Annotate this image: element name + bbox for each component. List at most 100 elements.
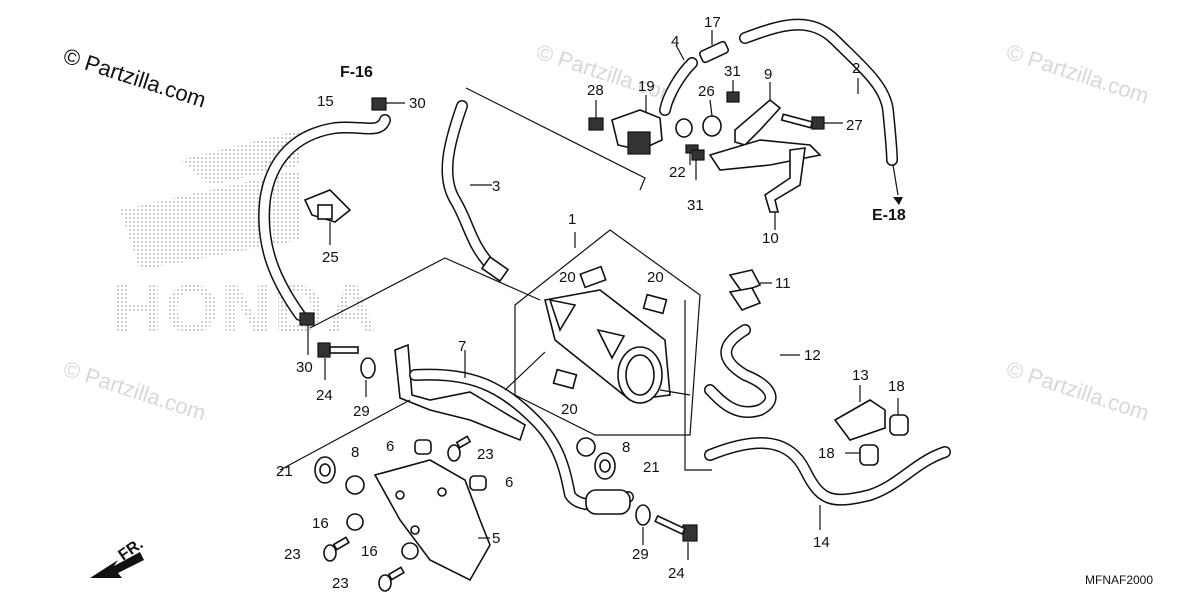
washer-29-right: [635, 504, 651, 545]
callout-29-left: 29: [353, 403, 370, 420]
hose-12: [704, 324, 777, 418]
callout-29-right: 29: [632, 546, 649, 563]
callout-21-right: 21: [643, 459, 660, 476]
hose-14: [704, 437, 951, 506]
bolt-23-bottom: [378, 566, 405, 592]
callout-25: 25: [322, 249, 339, 266]
callout-24-right: 24: [668, 565, 685, 582]
copyright-watermark: © Partzilla.com: [60, 43, 209, 113]
nut-6-right: [469, 475, 487, 491]
bolt-28: [588, 100, 604, 131]
callout-20-b: 20: [647, 269, 664, 286]
heat-shield-5: [373, 459, 491, 582]
callout-20-a: 20: [559, 269, 576, 286]
solenoid-valve-19: [611, 95, 663, 155]
honda-wing-logo: HONDA: [112, 130, 379, 348]
clip-18-left: [845, 444, 879, 466]
joint-17: [698, 30, 730, 64]
washer-29-left: [360, 357, 376, 397]
ref-f16: F-16: [340, 64, 373, 81]
callout-16-upper: 16: [312, 515, 329, 532]
callout-31-lower: 31: [687, 197, 704, 214]
bolt-24-right: [654, 514, 698, 560]
clip-25: [303, 189, 352, 245]
hose-3: [441, 100, 510, 283]
hose-15: [258, 114, 391, 321]
pad-20-c: [552, 368, 578, 390]
wing-shape: [120, 170, 300, 270]
pad-20-b: [642, 293, 668, 315]
callout-19: 19: [638, 78, 655, 95]
bolt-27: [780, 113, 843, 130]
bracket-10: [764, 147, 806, 230]
callout-13: 13: [852, 367, 869, 384]
watermark-mid-right: © Partzilla.com: [1003, 356, 1152, 426]
callout-30-lower: 30: [296, 359, 313, 376]
arrow-to-e18: [892, 164, 899, 196]
collar-22: [675, 118, 699, 165]
canister-1: [544, 289, 691, 404]
watermark-top-right: © Partzilla.com: [1003, 39, 1152, 109]
callout-26: 26: [698, 83, 715, 100]
callout-23-left: 23: [284, 546, 301, 563]
grommet-16-lower: [401, 542, 419, 560]
diagram-code: MFNAF2000: [1085, 573, 1153, 587]
bracket-9: [708, 82, 822, 171]
callout-28: 28: [587, 82, 604, 99]
callout-24-left: 24: [316, 387, 333, 404]
bolt-23-center: [447, 435, 472, 462]
callout-9: 9: [764, 66, 772, 83]
clip-11: [728, 269, 772, 311]
clip-30-upper: [371, 97, 405, 111]
clip-18-right: [889, 398, 909, 436]
bolt-31-lower: [691, 149, 705, 180]
leader-3-top: [465, 87, 646, 191]
callout-22: 22: [669, 164, 686, 181]
callout-5: 5: [492, 530, 500, 547]
nut-6-left: [414, 439, 432, 455]
callout-8-left: 8: [351, 444, 359, 461]
clip-30-lower: [299, 312, 315, 355]
callout-6-left: 6: [386, 438, 394, 455]
callout-18-left: 18: [818, 445, 835, 462]
callout-1: 1: [568, 211, 576, 228]
callout-21-left: 21: [276, 463, 293, 480]
callout-6-right: 6: [505, 474, 513, 491]
leader-bracket-canister: [504, 351, 546, 391]
callout-27: 27: [846, 117, 863, 134]
bracket-7: [394, 343, 634, 515]
hose-2: [739, 18, 898, 166]
pad-20-a: [579, 265, 607, 289]
bolt-31-upper: [726, 80, 740, 103]
honda-logo-text: HONDA: [112, 270, 379, 348]
callout-17: 17: [704, 14, 721, 31]
callout-3: 3: [492, 178, 500, 195]
callout-23-bottom: 23: [332, 575, 349, 592]
callout-2: 2: [852, 60, 860, 77]
callout-4: 4: [671, 33, 679, 50]
collar-8-left: [345, 475, 365, 495]
hose-4: [659, 44, 698, 116]
front-arrow-icon: [90, 552, 144, 578]
callout-10: 10: [762, 230, 779, 247]
arrow-head-e18: [893, 197, 903, 205]
callout-31-upper: 31: [724, 63, 741, 80]
callout-20-c: 20: [561, 401, 578, 418]
watermark-mid-left: © Partzilla.com: [60, 356, 209, 426]
leader-21-bracket: [279, 399, 411, 471]
callout-12: 12: [804, 347, 821, 364]
bolt-23-left: [323, 536, 350, 562]
callout-7: 7: [458, 338, 466, 355]
leader-hose15-canister: [309, 257, 541, 329]
callout-14: 14: [813, 534, 830, 551]
grommet-26: [702, 99, 722, 137]
collar-8-right: [576, 437, 596, 457]
callout-16-lower: 16: [361, 543, 378, 560]
callout-23-center: 23: [477, 446, 494, 463]
bolt-24-left: [317, 342, 359, 380]
callout-8-right: 8: [622, 439, 630, 456]
callout-30-upper: 30: [409, 95, 426, 112]
callout-18-right: 18: [888, 378, 905, 395]
bracket-13: [833, 385, 886, 441]
